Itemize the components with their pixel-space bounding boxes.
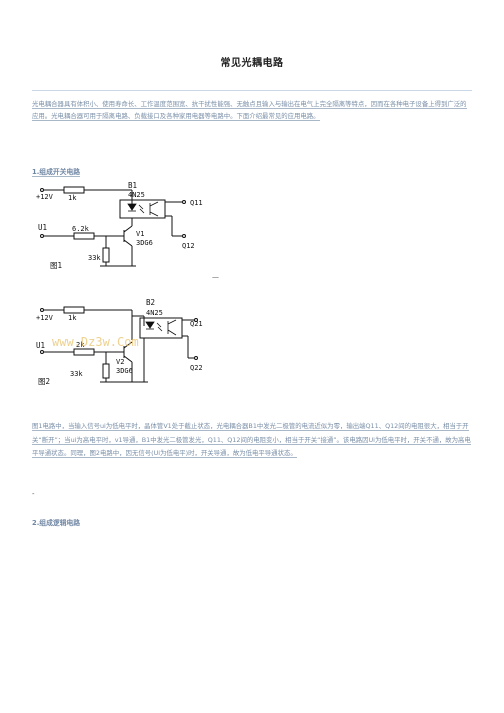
fig1-voltage-label: +12V [36, 193, 54, 201]
fig2-out-bottom: Q22 [190, 364, 203, 372]
fig2-transistor-label: V2 [116, 358, 124, 366]
section-heading-switch-circuit: 1.组成开关电路 [32, 168, 81, 177]
section-heading-logic-circuit: 2.组成逻辑电路 [32, 519, 81, 527]
fig2-chip-label: 4N25 [146, 309, 163, 317]
fig2-transistor-type: 3DG6 [116, 367, 133, 375]
fig1-transistor-label: V1 [136, 230, 144, 238]
intro-text: 光电耦合器具有体积小、使用寿命长、工作温度范围宽、抗干扰性能强、无触点且输入与输… [32, 100, 467, 122]
fig2-voltage-label: +12V [36, 314, 54, 322]
fig1-out-top: Q11 [190, 199, 203, 207]
fig2-r2-label: 2k [76, 341, 85, 349]
fig1-out-bottom: Q12 [182, 242, 195, 250]
fig1-r3-label: 33k [88, 254, 101, 262]
fig1-r1-label: 1k [68, 194, 77, 202]
fig2-input-label: U1 [36, 341, 45, 350]
separator-dash-2: - [32, 490, 35, 498]
fig1-transistor-type: 3DG6 [136, 239, 153, 247]
figure-1-circuit: B1 4N25 +12V 1k 6.2k 33k U1 V1 3DG6 Q11 … [36, 181, 203, 270]
fig1-r2-label: 6.2k [72, 225, 90, 233]
explanation-text: 图1电路中，当输入信号ui为低电平时，晶体管V1处于截止状态，光电耦合器B1中发… [32, 422, 471, 458]
separator-dash: — [212, 273, 219, 281]
fig1-input-label: U1 [38, 223, 47, 232]
fig2-b-label: B2 [146, 298, 155, 307]
fig2-r1-label: 1k [68, 314, 77, 322]
fig1-chip-label: 4N25 [128, 191, 145, 199]
fig2-out-top: Q21 [190, 320, 203, 328]
title-divider [32, 90, 472, 91]
fig2-r3-label: 33k [70, 370, 83, 378]
explanation-paragraph: 图1电路中，当输入信号ui为低电平时，晶体管V1处于截止状态，光电耦合器B1中发… [32, 420, 472, 461]
fig2-caption: 图2 [38, 377, 50, 386]
figure-2-circuit: B2 4N25 +12V 1k 2k 33k U1 V2 3DG6 Q21 Q2… [36, 298, 203, 386]
fig1-b-label: B1 [128, 181, 137, 190]
fig1-caption: 图1 [50, 261, 62, 270]
watermark: www.Dz3w.Com [52, 335, 139, 349]
page-title: 常见光耦电路 [220, 58, 284, 69]
intro-paragraph: 光电耦合器具有体积小、使用寿命长、工作温度范围宽、抗干扰性能强、无触点且输入与输… [32, 98, 472, 123]
